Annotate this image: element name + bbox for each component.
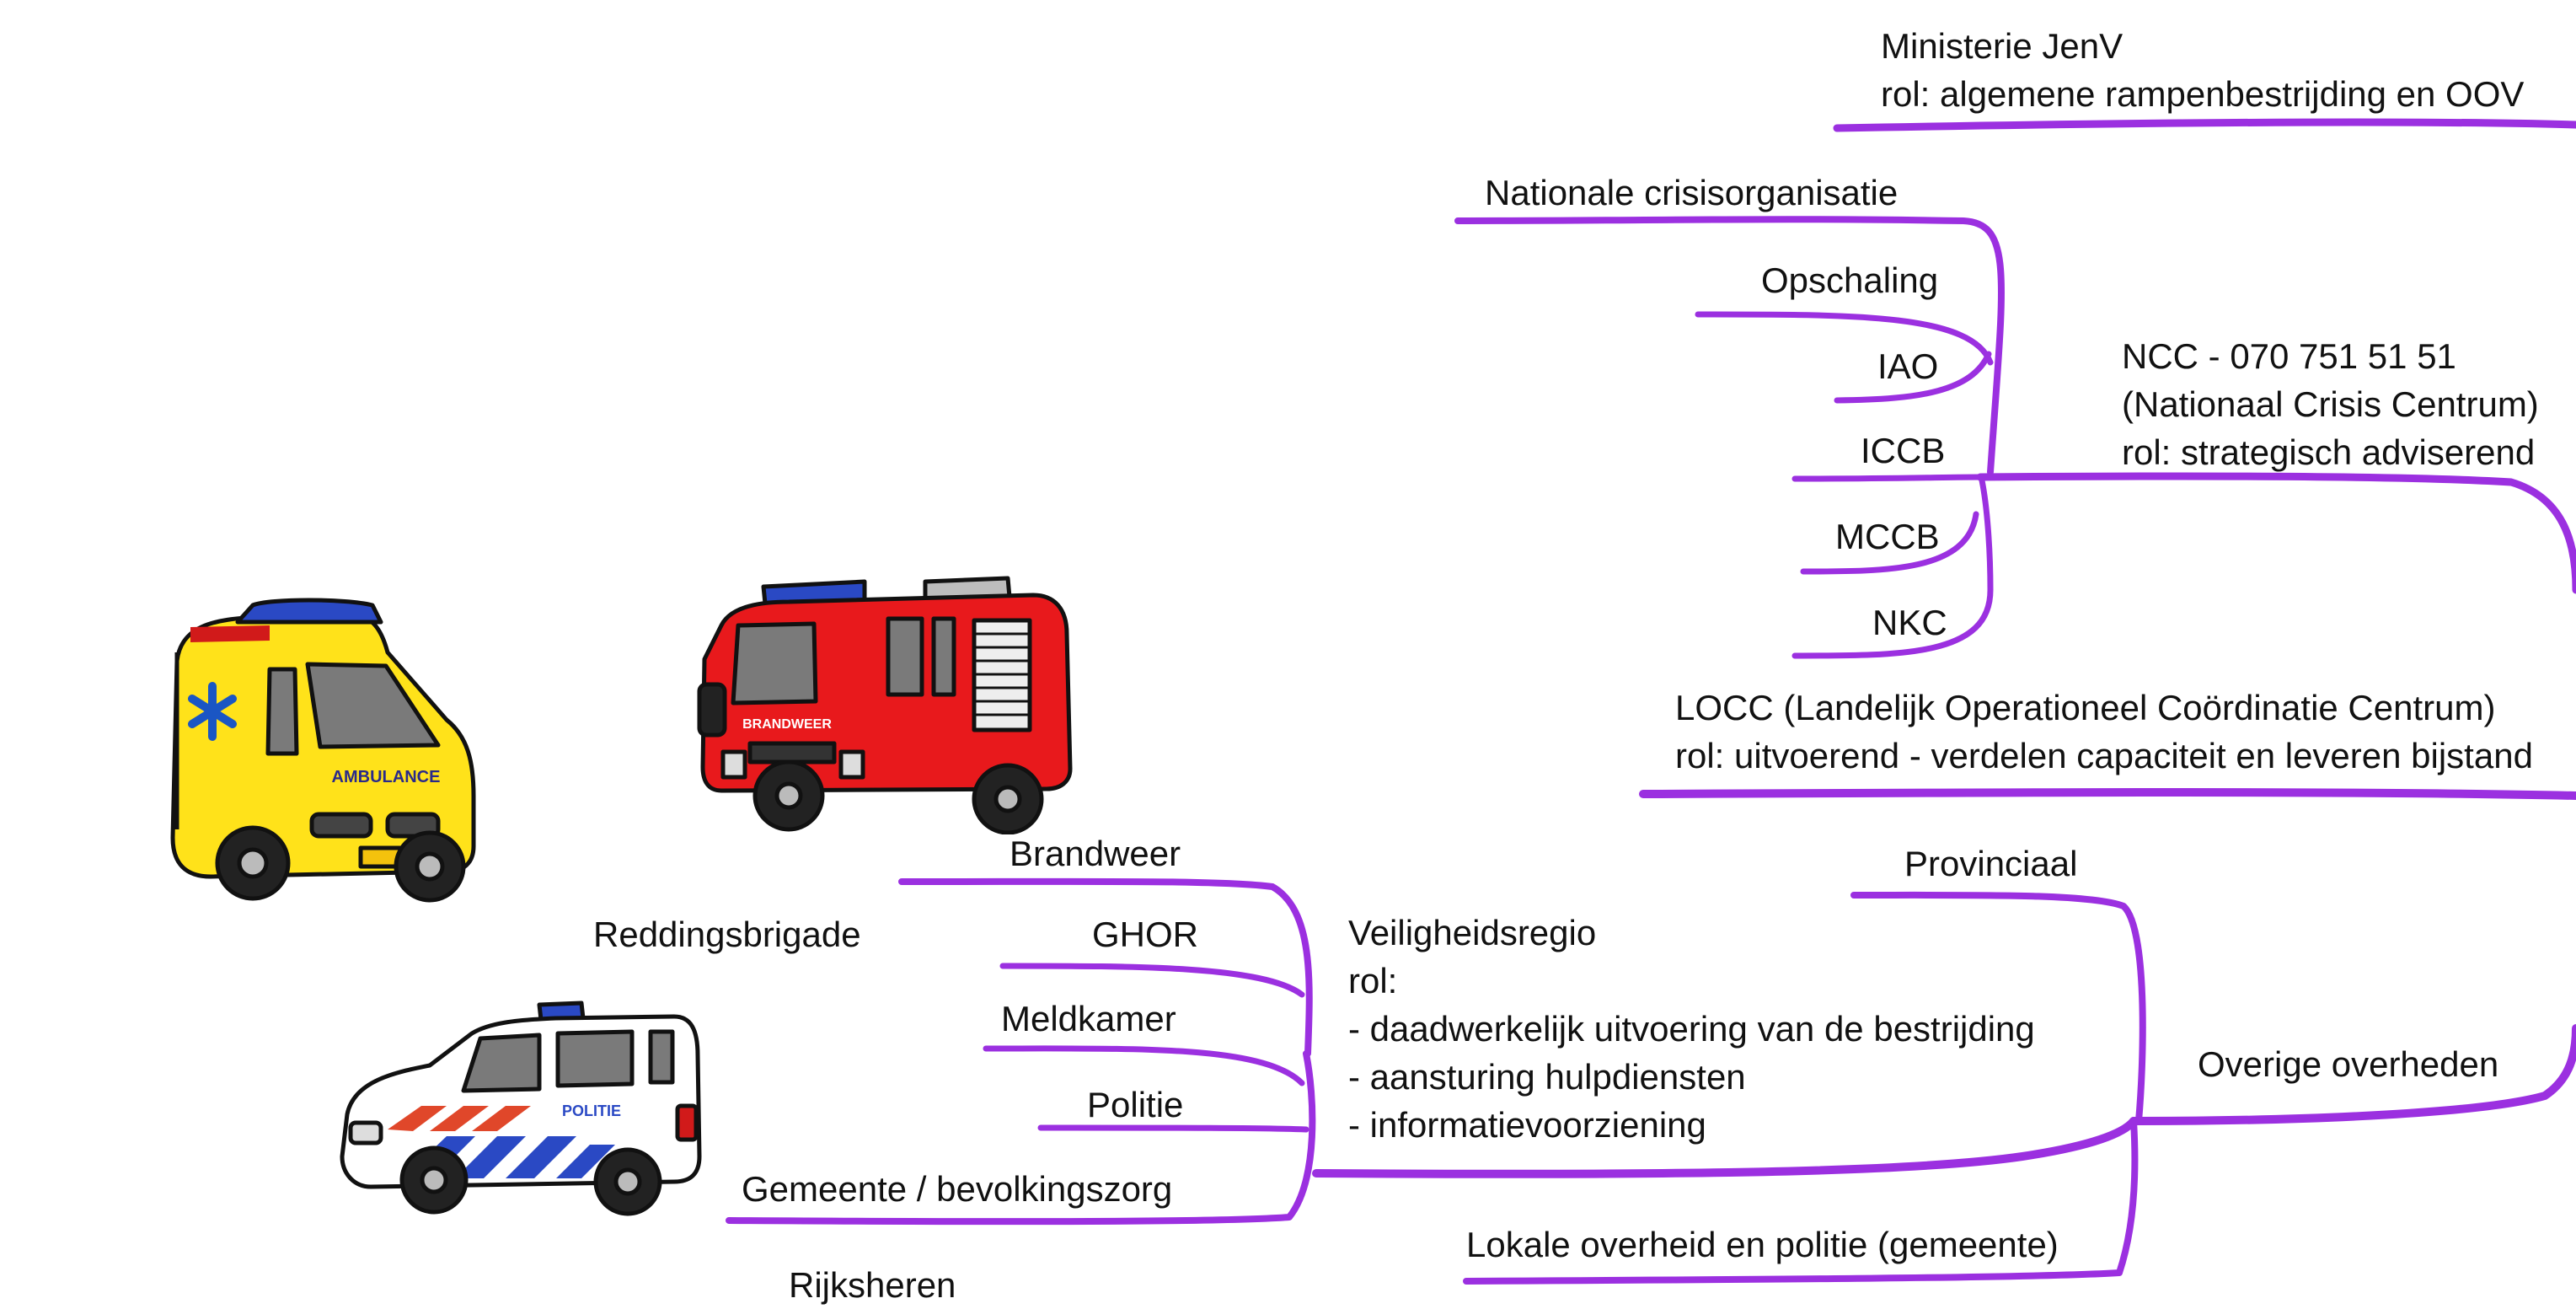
- node-role-label: rol:: [1348, 961, 1398, 1001]
- node-overige-overheden[interactable]: Overige overheden: [2198, 1044, 2499, 1084]
- branch-opschaling: [1695, 311, 1994, 366]
- node-mccb[interactable]: MCCB: [1835, 517, 1940, 556]
- node-iccb[interactable]: ICCB: [1861, 431, 1946, 470]
- node-nationale-crisisorganisatie[interactable]: Nationale crisisorganisatie: [1485, 173, 1899, 212]
- fire-truck-icon: BRANDWEER: [697, 576, 1073, 834]
- node-ncc[interactable]: NCC - 070 751 51 51 (Nationaal Crisis Ce…: [2122, 332, 2539, 476]
- police-car-icon: POLITIE: [340, 1001, 702, 1216]
- node-veiligheidsregio[interactable]: Veiligheidsregio rol: - daadwerkelijk ui…: [1348, 909, 2035, 1149]
- node-subtitle: (Nationaal Crisis Centrum): [2122, 384, 2539, 424]
- node-title: Veiligheidsregio: [1348, 913, 1597, 952]
- node-rijksheren[interactable]: Rijksheren: [789, 1265, 956, 1305]
- branch-ministerie: [1833, 118, 2576, 132]
- node-role-item: - aansturing hulpdiensten: [1348, 1057, 1746, 1097]
- branch-overige: [2129, 1024, 2576, 1125]
- node-gemeente-bevolkingszorg[interactable]: Gemeente / bevolkingszorg: [742, 1169, 1173, 1209]
- node-ministerie-jenv[interactable]: Ministerie JenV rol: algemene rampenbest…: [1881, 22, 2524, 118]
- branch-brandweer: [898, 877, 1313, 1057]
- branch-politie: [1037, 1124, 1309, 1133]
- node-provinciaal[interactable]: Provinciaal: [1904, 844, 2078, 883]
- police-car-label: POLITIE: [562, 1102, 621, 1119]
- node-title: Ministerie JenV: [1881, 26, 2123, 66]
- fire-truck-label: BRANDWEER: [742, 717, 832, 732]
- branch-ncc: [1976, 472, 2576, 594]
- node-locc[interactable]: LOCC (Landelijk Operationeel Coördinatie…: [1675, 684, 2533, 780]
- node-reddingsbrigade[interactable]: Reddingsbrigade: [593, 915, 861, 954]
- node-politie[interactable]: Politie: [1087, 1085, 1184, 1124]
- branch-nationale: [1454, 216, 2006, 475]
- node-title: NCC - 070 751 51 51: [2122, 336, 2456, 376]
- node-role-item: - informatievoorziening: [1348, 1105, 1706, 1145]
- node-nkc[interactable]: NKC: [1872, 603, 1947, 642]
- branch-iao: [1834, 351, 1992, 404]
- node-iao[interactable]: IAO: [1877, 346, 1939, 386]
- branch-locc: [1639, 788, 2576, 800]
- branch-mccb: [1800, 511, 1979, 575]
- branch-iccb: [1791, 474, 1984, 482]
- branch-lokale: [1463, 1118, 2139, 1285]
- ambulance-label: AMBULANCE: [332, 768, 441, 786]
- node-ghor[interactable]: GHOR: [1092, 915, 1198, 954]
- node-opschaling[interactable]: Opschaling: [1761, 260, 1939, 300]
- node-brandweer[interactable]: Brandweer: [1010, 834, 1181, 873]
- branch-provinciaal: [1850, 891, 2146, 1124]
- node-role-item: - daadwerkelijk uitvoering van de bestri…: [1348, 1009, 2035, 1049]
- ambulance-icon: AMBULANCE: [170, 598, 476, 903]
- node-role: rol: strategisch adviserend: [2122, 432, 2536, 472]
- branch-gemeente: [726, 1050, 1316, 1226]
- branch-ghor: [999, 963, 1305, 998]
- node-role: rol: algemene rampenbestrijding en OOV: [1881, 74, 2525, 114]
- node-meldkamer[interactable]: Meldkamer: [1001, 999, 1176, 1038]
- branch-nkc: [1791, 477, 1994, 659]
- node-role: rol: uitvoerend - verdelen capaciteit en…: [1675, 736, 2533, 775]
- branch-veiligheidsregio: [1312, 1117, 2138, 1178]
- node-lokale-overheid[interactable]: Lokale overheid en politie (gemeente): [1466, 1225, 2059, 1264]
- node-title: LOCC (Landelijk Operationeel Coördinatie…: [1675, 688, 2496, 727]
- branch-meldkamer: [983, 1045, 1305, 1086]
